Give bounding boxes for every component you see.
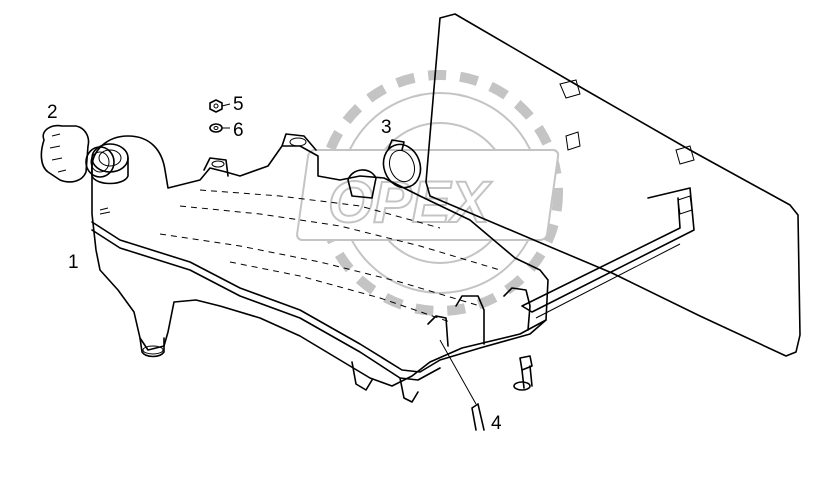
leader-4	[439, 339, 477, 405]
shield-panel	[425, 13, 801, 357]
callout-5: 5	[233, 94, 244, 115]
watermark-logo: OPEX	[296, 70, 563, 316]
callout-6: 6	[233, 120, 244, 141]
callout-1: 1	[68, 252, 79, 273]
mounting-strap	[521, 187, 695, 319]
nut-washer	[209, 99, 223, 133]
callout-2: 2	[47, 102, 58, 123]
watermark-text: OPEX	[328, 170, 492, 235]
mounting-bolt	[513, 355, 533, 391]
expansion-tank	[91, 133, 549, 403]
hose-clamp	[382, 139, 422, 189]
callout-3: 3	[381, 117, 392, 138]
callout-4: 4	[491, 413, 502, 434]
retaining-clip	[471, 403, 485, 431]
leader-5	[221, 103, 231, 107]
filler-cap	[40, 124, 115, 183]
